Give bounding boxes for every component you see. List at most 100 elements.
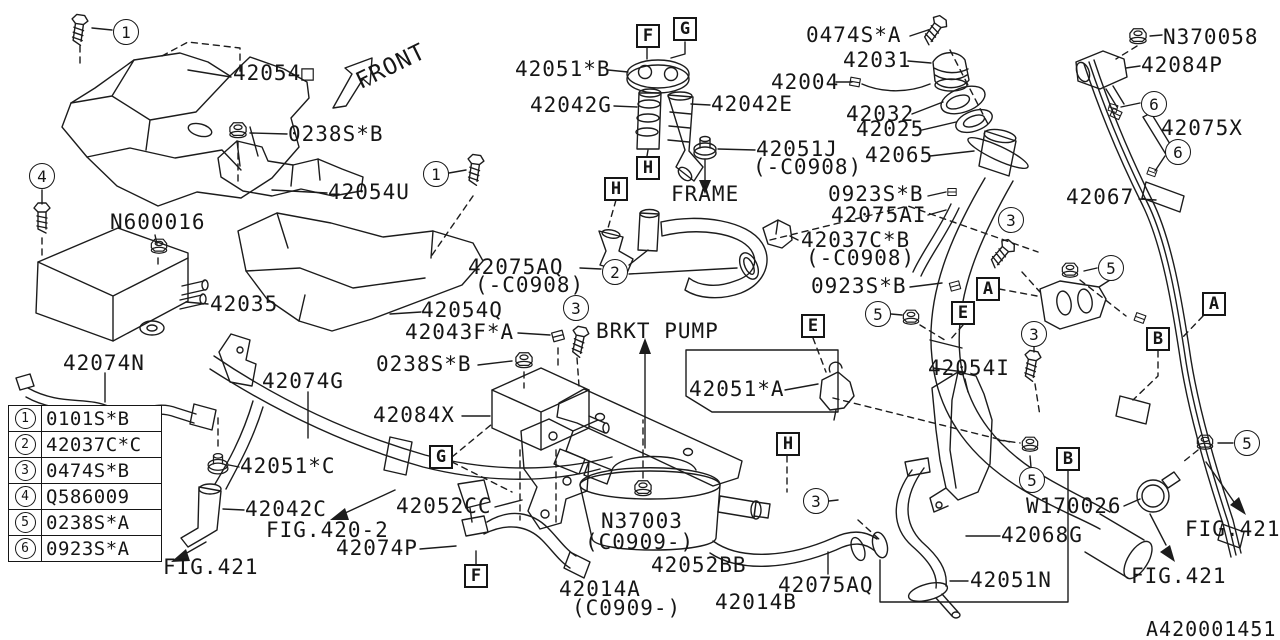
callout-circle-5d: 5: [1234, 430, 1260, 456]
legend-code-4: Q586009: [46, 485, 130, 508]
part-plate-42051B-group: [626, 41, 704, 182]
dashed-construction-lines: [41, 41, 1204, 541]
part-label-42074G: 42074G: [262, 369, 344, 393]
part-label-42035: 42035: [210, 292, 279, 316]
part-label-c0909-2: (C0909-): [572, 596, 682, 620]
fig-ref-420-2: FIG.420-2: [266, 518, 389, 542]
part-label-42067: 42067: [1066, 185, 1135, 209]
callout-box-G1: G: [673, 17, 697, 41]
legend-circle-2: 2: [9, 432, 42, 457]
callout-box-B1: B: [1146, 327, 1170, 351]
flow-arrows: [171, 159, 1246, 562]
callout-circle-3b: 3: [998, 207, 1024, 233]
part-label-W170026: W170026: [1026, 494, 1122, 518]
part-label-c0908-2: (-C0908): [475, 273, 585, 297]
legend-row-5: 5 0238S*A: [9, 510, 161, 536]
callout-circle-1a: 1: [113, 19, 139, 45]
drawing-number: A420001451: [1146, 617, 1277, 640]
part-label-c0909-1: (C0909-): [585, 530, 695, 554]
callout-circle-5a: 5: [865, 301, 891, 327]
part-label-0923SB-1: 0923S*B: [828, 182, 924, 206]
legend-row-2: 2 42037C*C: [9, 432, 161, 458]
legend-code-3: 0474S*B: [46, 459, 130, 482]
callout-circle-6a: 6: [1141, 91, 1167, 117]
part-pipe-bracket-A: [902, 236, 1111, 383]
part-label-42054Q: 42054Q: [421, 298, 503, 322]
part-label-42074N: 42074N: [63, 351, 145, 375]
callout-box-E2: E: [951, 301, 975, 325]
part-label-42068G: 42068G: [1001, 523, 1083, 547]
part-bracket-42052CC: [520, 418, 599, 530]
legend-code-5: 0238S*A: [46, 511, 130, 534]
legend-row-3: 3 0474S*B: [9, 458, 161, 484]
callout-circle-2: 2: [602, 259, 628, 285]
part-label-42014A: 42014A: [559, 577, 641, 601]
callout-box-G2: G: [429, 445, 453, 469]
callout-box-H2: H: [604, 177, 628, 201]
part-label-N600016: N600016: [110, 210, 206, 234]
legend-code-2: 42037C*C: [46, 433, 142, 456]
part-clip-42037CB: [762, 219, 793, 249]
callout-box-H1: H: [636, 156, 660, 180]
part-heat-shield-42054: [61, 13, 310, 207]
callout-circle-3a: 3: [563, 295, 589, 321]
part-label-42014B: 42014B: [715, 590, 797, 614]
part-label-42065: 42065: [865, 143, 934, 167]
leader-lines: [41, 27, 1234, 582]
part-tube-42075X: [1107, 103, 1179, 178]
part-label-42084X: 42084X: [373, 403, 455, 427]
part-label-42051J: 42051J: [756, 137, 838, 161]
legend-circle-4: 4: [9, 484, 42, 509]
legend-circle-6: 6: [9, 536, 42, 561]
legend-code-6: 0923S*A: [46, 537, 130, 560]
callout-circle-3d: 3: [803, 488, 829, 514]
part-filler-neck-group: [849, 12, 1029, 177]
callout-box-F2: F: [464, 564, 488, 588]
fig-ref-421-left: FIG.421: [163, 555, 259, 579]
part-label-0923SB-2: 0923S*B: [811, 274, 907, 298]
part-label-42054U: 42054U: [328, 180, 410, 204]
part-canister-42035: [33, 202, 209, 342]
part-pump-42014B: [579, 455, 771, 551]
part-label-42052CC: 42052CC: [396, 494, 492, 518]
part-label-42052BB: 42052BB: [651, 553, 747, 577]
callout-box-A2: A: [1202, 292, 1226, 316]
part-label-0238SB-1: 0238S*B: [288, 122, 384, 146]
part-bracket-42014A: [556, 388, 743, 497]
fig-ref-421-right: FIG.421: [1185, 517, 1280, 541]
part-shield-42054Q: [150, 153, 486, 332]
part-label-c0908-1: (-C0908): [753, 155, 863, 179]
part-elbow-42042C: [180, 453, 229, 548]
part-hose-42075AQ-frame: [598, 135, 768, 299]
part-pipe-assembly-42074G: [209, 333, 613, 490]
part-grommet-42051A: [685, 349, 855, 421]
part-label-42042E: 42042E: [711, 92, 793, 116]
legend-circle-5: 5: [9, 510, 42, 535]
part-label-42075AQ-1: 42075AQ: [468, 255, 564, 279]
part-label-42031: 42031: [843, 48, 912, 72]
callout-circle-5c: 5: [1019, 467, 1045, 493]
callout-box-B2: B: [1056, 447, 1080, 471]
brkt-pump-label: BRKT PUMP: [596, 319, 719, 343]
part-hose-42075AI: [912, 188, 960, 277]
part-label-c0908-3: (-C0908): [806, 246, 916, 270]
part-label-42084P: 42084P: [1141, 53, 1223, 77]
callout-circle-1b: 1: [423, 161, 449, 187]
part-label-42032: 42032: [846, 102, 915, 126]
callout-circle-4: 4: [29, 163, 55, 189]
part-label-42043FA: 42043F*A: [405, 320, 515, 344]
callout-circle-5b: 5: [1098, 255, 1124, 281]
part-label-42042C: 42042C: [245, 497, 327, 521]
part-label-42042G: 42042G: [530, 93, 612, 117]
part-label-42051B: 42051*B: [515, 57, 611, 81]
part-vent-pipes-42067: [1083, 59, 1245, 558]
part-label-42075AI: 42075AI: [831, 203, 927, 227]
part-filler-pipe-42068G: [929, 177, 1153, 580]
part-label-42051N: 42051N: [970, 568, 1052, 592]
part-hose-42074P: [457, 479, 591, 579]
part-label-0474SA: 0474S*A: [806, 23, 902, 47]
frame-label: FRAME: [671, 182, 740, 206]
legend-row-6: 6 0923S*A: [9, 536, 161, 561]
part-label-0238SB-2: 0238S*B: [376, 352, 472, 376]
